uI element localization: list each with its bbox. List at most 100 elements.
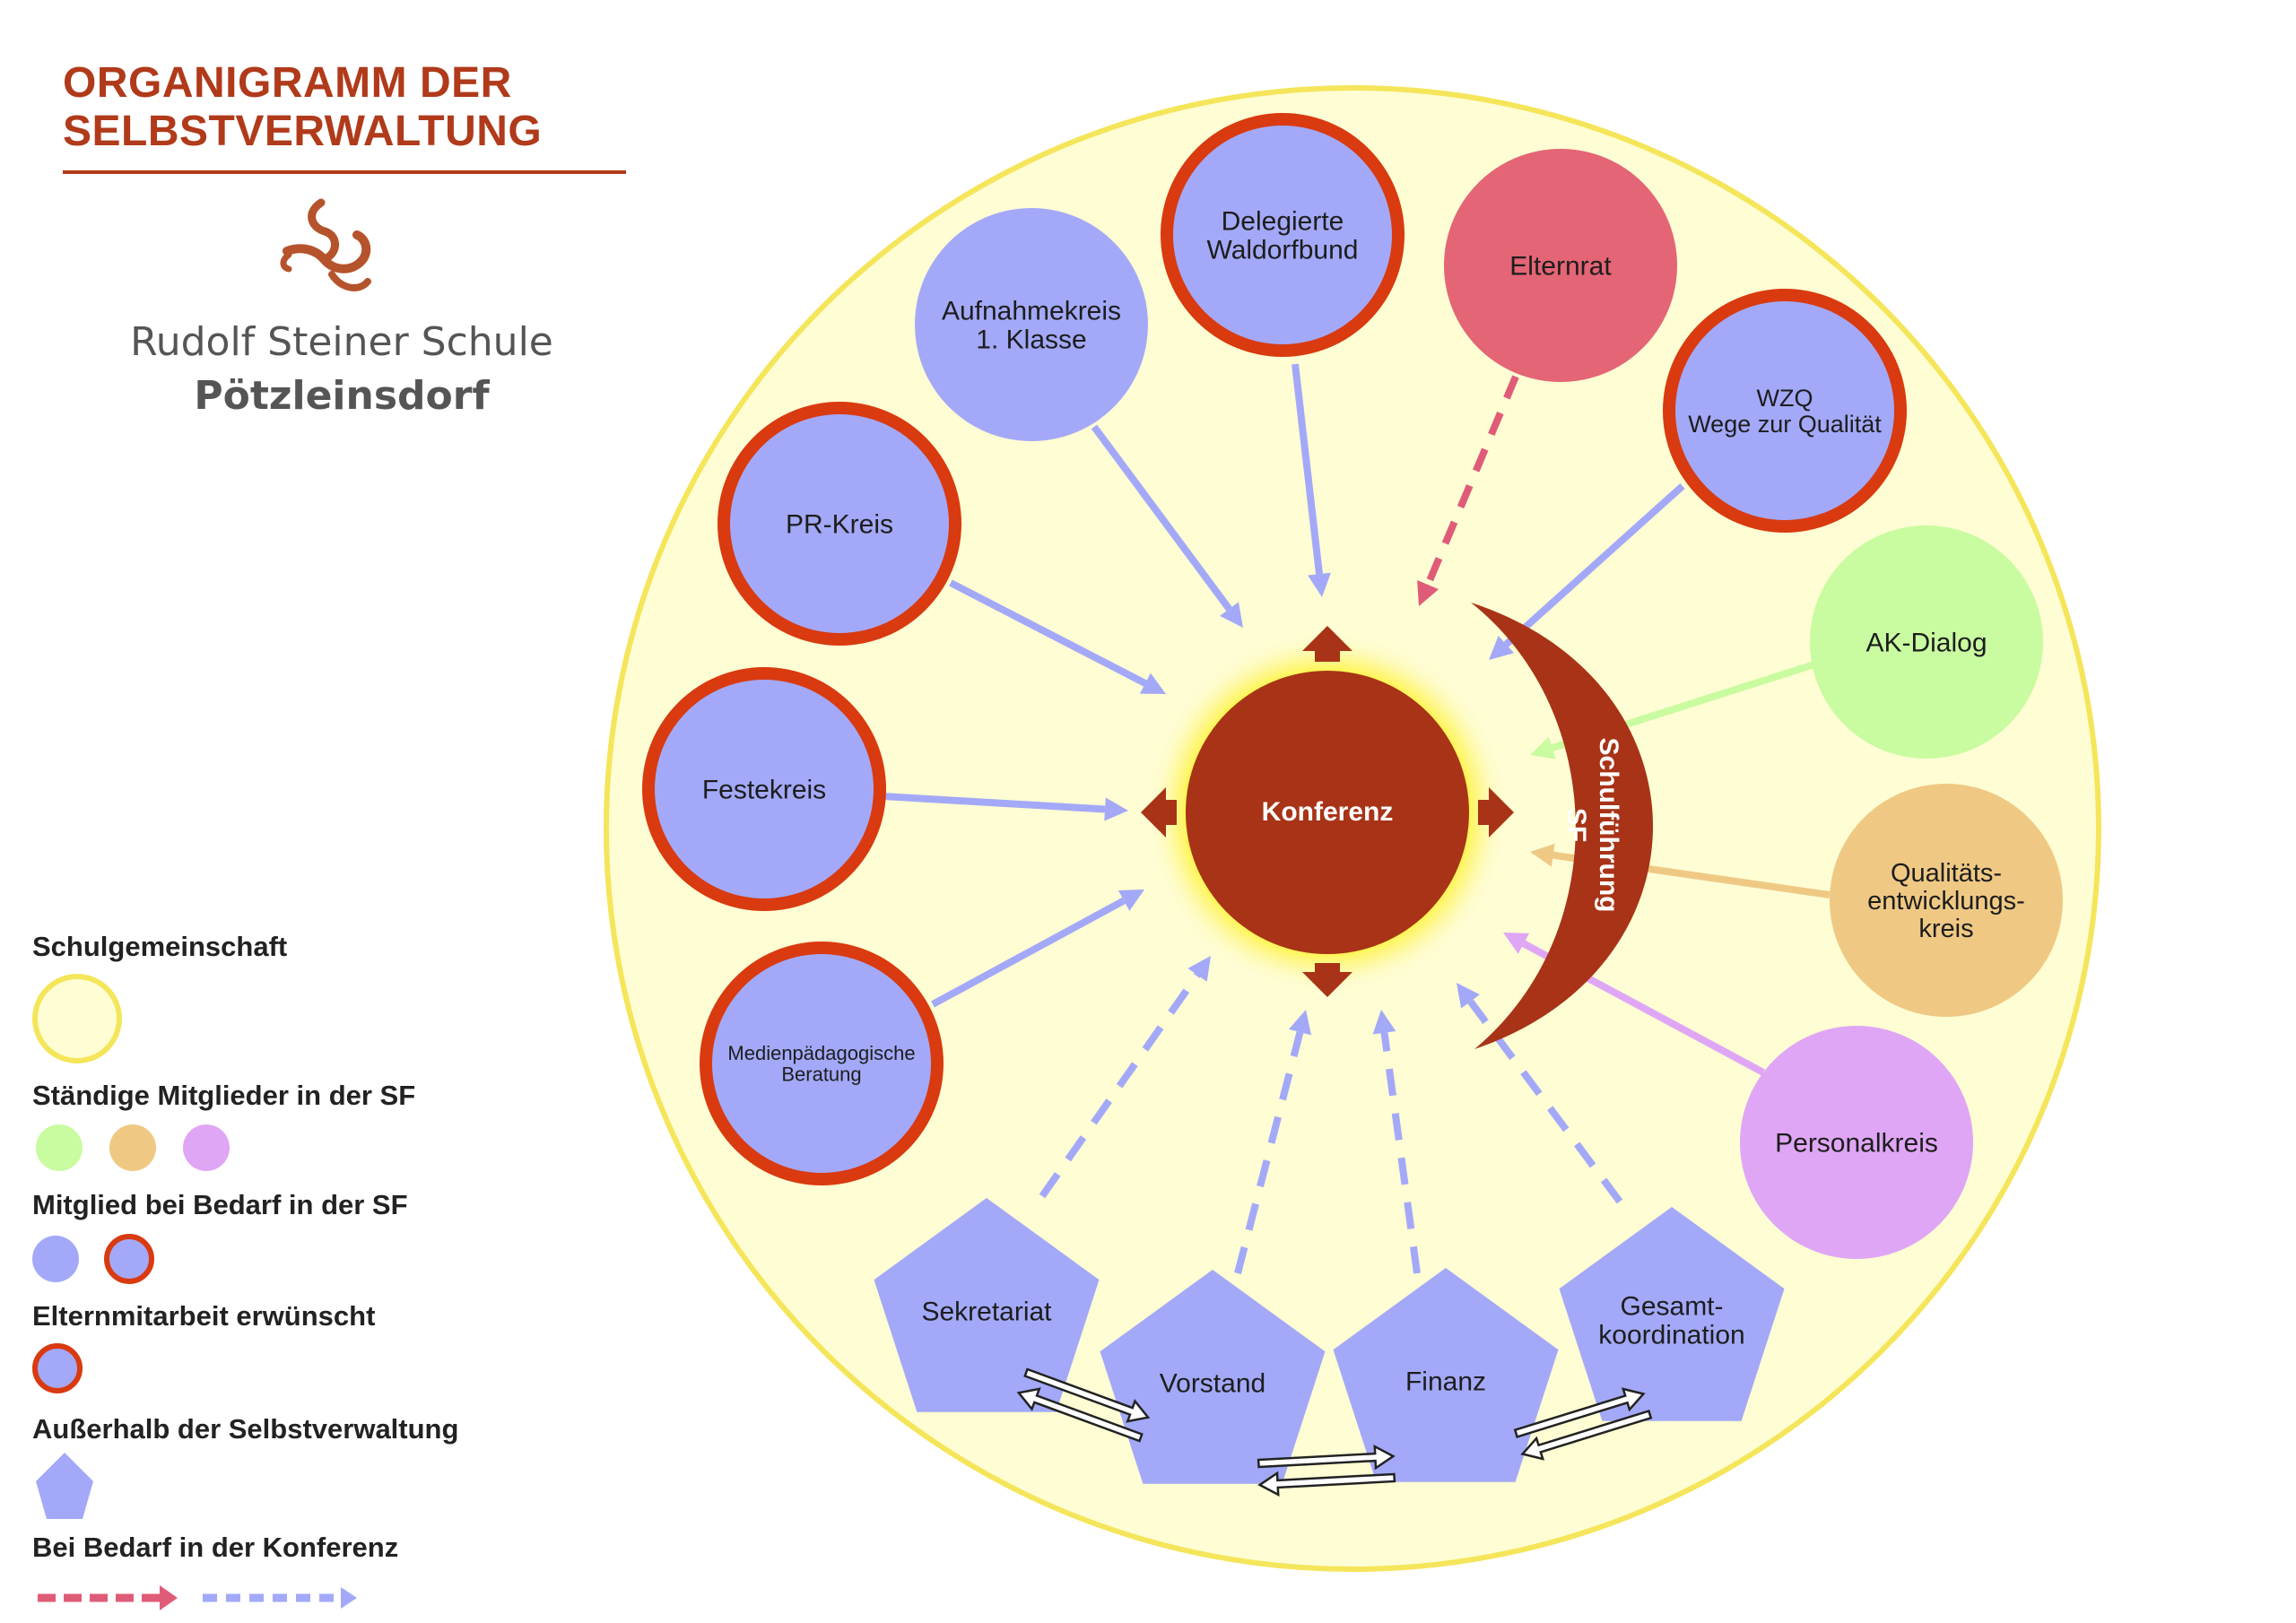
gesamt-label: Gesamt- [1620, 1292, 1723, 1322]
legend-ring-swatch [32, 1343, 83, 1393]
vorstand-label: Vorstand [1160, 1369, 1265, 1399]
unit-finanz: Finanz [1333, 1268, 1559, 1482]
gesamt-label: koordination [1598, 1321, 1744, 1350]
vorstand-pentagon [1100, 1270, 1326, 1484]
qualitaet-label: kreis [1918, 915, 1973, 943]
node-ak-dialog: AK-Dialog [1810, 525, 2043, 759]
school-name: Rudolf Steiner Schule [130, 319, 553, 365]
node-elternrat: Elternrat [1444, 149, 1677, 382]
legend-pentagon-swatch [36, 1453, 93, 1519]
connector-aufnahmekreis [1091, 424, 1243, 628]
finanz-label: Finanz [1405, 1367, 1486, 1397]
aufnahmekreis-label: 1. Klasse [976, 325, 1086, 355]
gesamt-pentagon [1559, 1207, 1785, 1421]
double-arrow-right-icon [1023, 1367, 1151, 1423]
wzq-label: Wege zur Qualität [1688, 411, 1882, 438]
node-personalkreis: Personalkreis [1740, 1026, 1973, 1259]
delegierte-label: Delegierte [1222, 206, 1344, 236]
connector-delegierte [1292, 363, 1331, 597]
legend-ausserhalb: Außerhalb der Selbstverwaltung [32, 1413, 459, 1445]
sekretariat-pentagon [874, 1198, 1100, 1412]
double-arrow-left-icon [1257, 1471, 1396, 1497]
konferenz-label: Konferenz [1262, 797, 1394, 827]
schulfuehrung-label: Schulführung [1594, 738, 1623, 913]
arrow-left-icon [1141, 787, 1177, 838]
wzq-circle [1675, 301, 1894, 520]
legend-mitglied-bei-bedarf: Mitglied bei Bedarf in der SF [32, 1189, 408, 1220]
personalkreis-circle [1740, 1026, 1973, 1259]
legend-purple-swatch [32, 1236, 79, 1282]
unit-gesamt: Gesamt-koordination [1559, 1207, 1785, 1421]
qualitaet-circle [1830, 784, 2063, 1017]
node-pr-kreis: PR-Kreis [718, 402, 961, 646]
legend-schulgemeinschaft: Schulgemeinschaft [32, 931, 288, 962]
festekreis-label: Festekreis [702, 776, 826, 805]
legend-staendige-mitglieder: Ständige Mitglieder in der SF [32, 1080, 416, 1111]
double-arrow-right-icon [1257, 1444, 1396, 1471]
sf-abbreviation: SF [1561, 808, 1591, 842]
school-location: Pötzleinsdorf [194, 373, 490, 419]
elternrat-circle [1444, 149, 1677, 382]
connector-sekretariat [1039, 956, 1211, 1199]
legend-dashed-arrow-purple [203, 1587, 357, 1609]
legend-orange-swatch [109, 1124, 156, 1171]
medien-label: Medienpädagogische [727, 1042, 915, 1064]
exchange-sekretariat-vorstand [1016, 1367, 1151, 1443]
legend-green-swatch [36, 1124, 83, 1171]
elternrat-label: Elternrat [1509, 252, 1612, 282]
exchange-arrows [1016, 1367, 1653, 1497]
qualitaet-label: entwicklungs- [1867, 887, 2025, 916]
delegierte-circle [1173, 126, 1392, 344]
arrow-right-icon [1478, 787, 1514, 838]
connector-pr-kreis [949, 579, 1166, 694]
double-arrow-right-icon [1513, 1387, 1646, 1438]
double-arrow-left-icon [1520, 1410, 1653, 1461]
double-arrow-left-icon [1016, 1387, 1144, 1443]
node-qualitaet: Qualitäts-entwicklungs-kreis [1830, 784, 2063, 1017]
title-line-2: SELBSTVERWALTUNG [63, 108, 543, 155]
school-logo-icon [280, 198, 371, 291]
legend-community-swatch [32, 974, 122, 1063]
legend-pink-swatch [183, 1124, 230, 1171]
aufnahmekreis-label: Aufnahmekreis [942, 296, 1121, 325]
connector-vorstand [1234, 1010, 1312, 1275]
connector-wzq [1489, 483, 1685, 660]
sekretariat-label: Sekretariat [921, 1298, 1052, 1327]
konferenz-circle [1186, 671, 1469, 954]
connector-gesamt [1457, 983, 1623, 1204]
medien-label: Beratung [781, 1063, 861, 1085]
pr-kreis-circle [730, 414, 949, 633]
page-title: ORGANIGRAMM DER SELBSTVERWALTUNG [63, 59, 542, 156]
arrow-up-icon [1302, 626, 1352, 662]
connector-medien [931, 890, 1144, 1008]
pr-kreis-label: PR-Kreis [786, 510, 893, 540]
connector-festekreis [882, 793, 1128, 821]
qualitaet-label: Qualitäts- [1891, 859, 2002, 888]
ak-dialog-label: AK-Dialog [1866, 629, 1987, 658]
connector-elternrat [1417, 375, 1519, 606]
title-line-1: ORGANIGRAMM DER [63, 59, 512, 107]
aufnahmekreis-circle [915, 208, 1148, 441]
legend-purple-ring-swatch [104, 1234, 154, 1284]
ak-dialog-circle [1810, 525, 2043, 759]
connector-finanz [1372, 1010, 1421, 1274]
legend-dashed-arrow-pink [38, 1585, 178, 1610]
exchange-finanz-gesamt [1513, 1387, 1653, 1461]
title-divider [63, 170, 626, 174]
unit-vorstand: Vorstand [1100, 1270, 1326, 1484]
schulfuehrung-crescent [1471, 603, 1654, 1049]
finanz-pentagon [1333, 1268, 1559, 1482]
medien-circle [712, 954, 931, 1173]
legend-elternmitarbeit: Elternmitarbeit erwünscht [32, 1300, 376, 1332]
konferenz-direction-arrows [1141, 626, 1514, 997]
exchange-vorstand-finanz [1257, 1444, 1396, 1497]
arrow-down-icon [1302, 963, 1352, 997]
